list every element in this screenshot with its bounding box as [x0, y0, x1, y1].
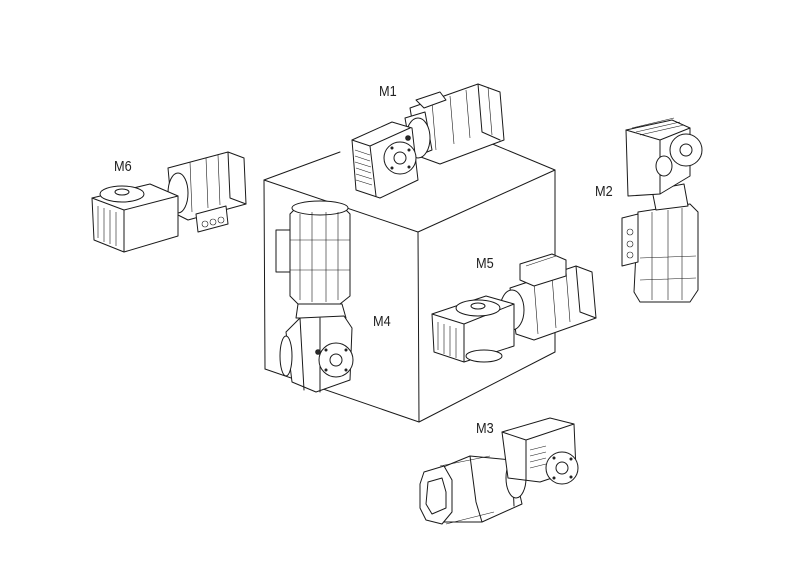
- label-m5: M5: [476, 255, 494, 272]
- gearmotor-m2: [621, 117, 703, 303]
- gearmotor-m5: [431, 253, 597, 363]
- gearmotor-m4: [275, 200, 354, 393]
- label-m1: M1: [379, 83, 397, 100]
- gearmotor-m1: [351, 83, 505, 199]
- gearmotor-m6: [91, 151, 247, 253]
- label-m4: M4: [373, 313, 391, 330]
- label-m3: M3: [476, 420, 494, 437]
- gearmotor-m3: [419, 417, 579, 525]
- label-m6: M6: [114, 158, 132, 175]
- label-m2: M2: [595, 183, 613, 200]
